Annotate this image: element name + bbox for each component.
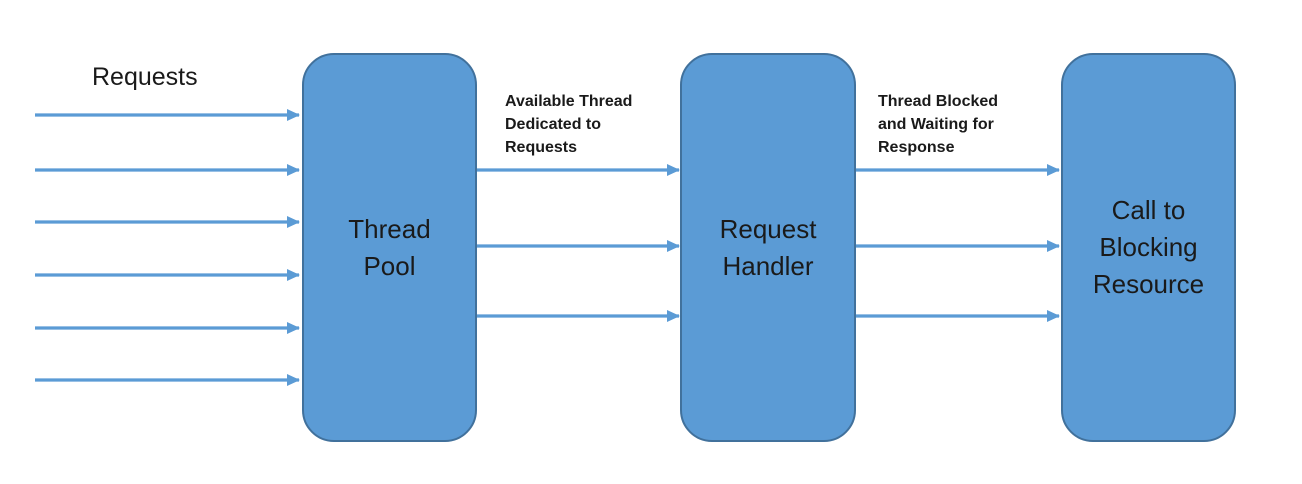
requests-label: Requests (92, 63, 198, 91)
node-request-handler: Request Handler (680, 53, 856, 442)
thread-blocked-annotation: Thread Blocked and Waiting for Response (878, 93, 999, 156)
node-call-to-blocking-resource-label: Call to Blocking Resource (1092, 195, 1205, 299)
node-request-handler-label: Request Handler (719, 213, 817, 281)
node-thread-pool-label: Thread Pool (348, 213, 431, 281)
node-call-to-blocking-resource: Call to Blocking Resource (1061, 53, 1236, 442)
available-thread-annotation: Available Thread Dedicated to Requests (505, 93, 633, 156)
node-thread-pool: Thread Pool (302, 53, 477, 442)
